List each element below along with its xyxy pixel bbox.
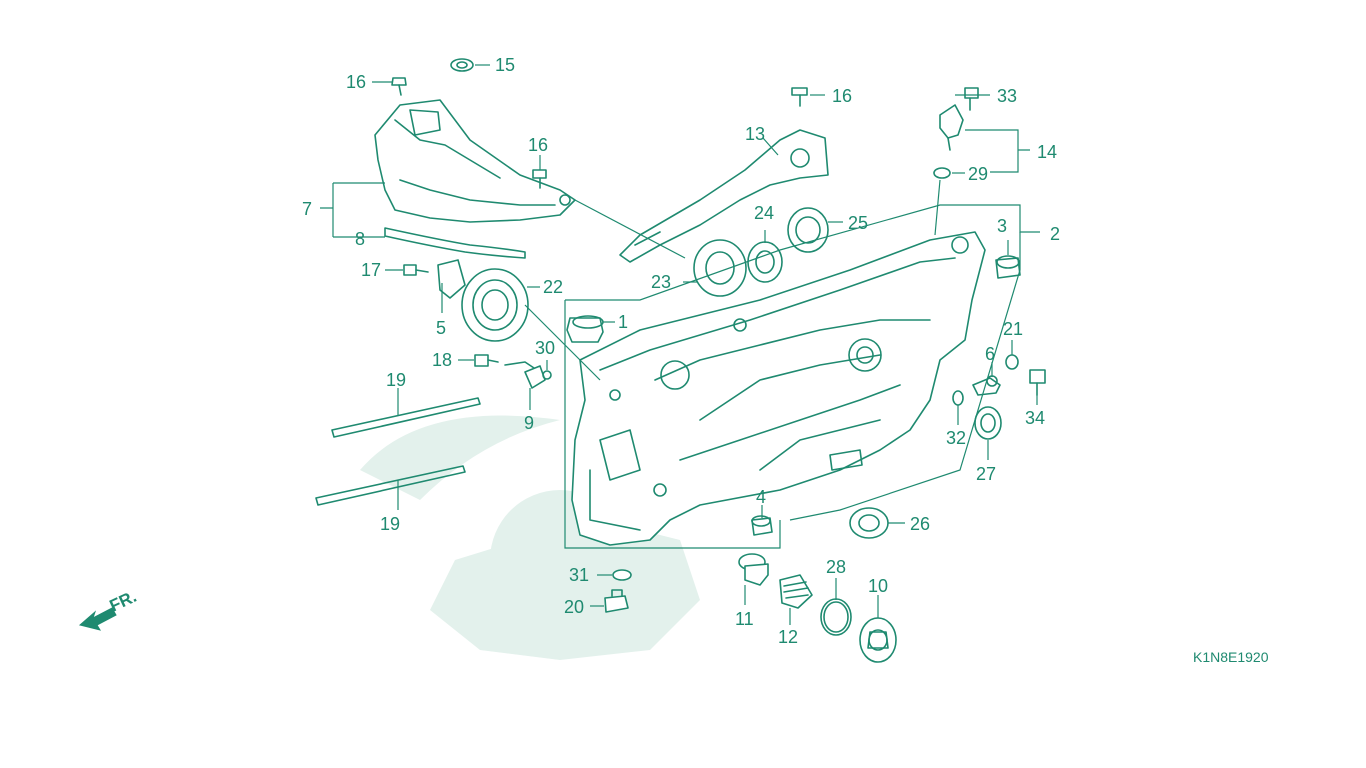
bolt-17[interactable]: [403, 264, 429, 276]
lever-9[interactable]: [504, 361, 546, 389]
callout-17[interactable]: 17: [361, 260, 381, 280]
callout-4[interactable]: 4: [756, 487, 766, 507]
oil-seal-27[interactable]: [974, 406, 1002, 440]
callout-3[interactable]: 3: [997, 216, 1007, 236]
callout-11[interactable]: 11: [735, 609, 754, 629]
callout-26[interactable]: 26: [910, 514, 930, 534]
sensor-14[interactable]: [939, 104, 964, 151]
callout-32[interactable]: 32: [946, 428, 966, 448]
bolt-16b[interactable]: [532, 169, 547, 189]
oil-seal-25[interactable]: [787, 207, 829, 253]
plug-20[interactable]: [604, 589, 629, 613]
bracket-plate[interactable]: [619, 129, 829, 263]
callout-14[interactable]: 14: [1037, 142, 1057, 162]
callout-29[interactable]: 29: [968, 164, 988, 184]
bolt-11[interactable]: [738, 553, 769, 586]
o-ring-30[interactable]: [542, 370, 552, 380]
bolt-16a[interactable]: [391, 77, 407, 96]
callout-6[interactable]: 6: [985, 344, 995, 364]
bearing-22[interactable]: [461, 268, 529, 342]
callout-2[interactable]: 2: [1050, 224, 1060, 244]
callout-33[interactable]: 33: [997, 86, 1017, 106]
callout-30[interactable]: 30: [535, 338, 555, 358]
leader-lines: [320, 64, 1040, 625]
callout-21[interactable]: 21: [1003, 319, 1023, 339]
stud-bolt-19b[interactable]: [315, 465, 466, 506]
bearing-24[interactable]: [747, 241, 783, 283]
callout-31[interactable]: 31: [569, 565, 589, 585]
sensor-6[interactable]: [972, 375, 1001, 396]
callout-13[interactable]: 13: [745, 124, 765, 144]
front-arrow-icon: FR.: [78, 587, 140, 631]
bolt-33[interactable]: [964, 87, 979, 111]
callout-8[interactable]: 8: [355, 229, 365, 249]
washer-15[interactable]: [450, 58, 474, 72]
callout-27[interactable]: 27: [976, 464, 996, 484]
callout-34[interactable]: 34: [1025, 408, 1045, 428]
callout-16-left-cover[interactable]: 16: [528, 135, 548, 155]
bolt-34[interactable]: [1029, 369, 1046, 396]
oil-seal-26[interactable]: [849, 507, 889, 539]
callout-28[interactable]: 28: [826, 557, 846, 577]
drain-cap-10[interactable]: [859, 617, 897, 663]
stud-bolt-19a[interactable]: [331, 397, 481, 438]
callout-25[interactable]: 25: [848, 213, 868, 233]
callout-18[interactable]: 18: [432, 350, 452, 370]
washer-31[interactable]: [612, 569, 632, 581]
callout-24[interactable]: 24: [754, 203, 774, 223]
callout-7[interactable]: 7: [302, 199, 312, 219]
callout-1[interactable]: 1: [618, 312, 628, 332]
o-ring-29[interactable]: [933, 167, 951, 179]
o-ring-28[interactable]: [820, 598, 852, 636]
bearing-23[interactable]: [693, 239, 747, 297]
callout-16-bracket[interactable]: 16: [832, 86, 852, 106]
plate-5[interactable]: [437, 259, 466, 299]
diagram-code: K1N8E1920: [1193, 649, 1269, 665]
callout-labels: 1 2 3 4 5 6 7 8 9 10 11 12 13 14 15 16 1…: [302, 55, 1060, 647]
o-ring-32[interactable]: [952, 390, 964, 406]
callout-16-top-left[interactable]: 16: [346, 72, 366, 92]
callout-20[interactable]: 20: [564, 597, 584, 617]
callout-5[interactable]: 5: [436, 318, 446, 338]
callout-23[interactable]: 23: [651, 272, 671, 292]
gasket[interactable]: [384, 227, 526, 259]
crankcase-main[interactable]: [571, 231, 986, 546]
callout-19-upper[interactable]: 19: [386, 370, 406, 390]
bushing-4[interactable]: [751, 515, 773, 536]
callout-12[interactable]: 12: [778, 627, 798, 647]
spring-12[interactable]: [779, 574, 813, 609]
callout-22[interactable]: 22: [543, 277, 563, 297]
callout-15[interactable]: 15: [495, 55, 515, 75]
callout-9[interactable]: 9: [524, 413, 534, 433]
callout-19-lower[interactable]: 19: [380, 514, 400, 534]
bushing-3[interactable]: [995, 255, 1021, 279]
bushing-1[interactable]: [566, 315, 604, 343]
bolt-18[interactable]: [474, 354, 499, 367]
washer-21[interactable]: [1005, 354, 1019, 370]
bolt-16c[interactable]: [791, 87, 808, 107]
callout-10[interactable]: 10: [868, 576, 888, 596]
left-crankcase-cover[interactable]: [374, 99, 576, 223]
